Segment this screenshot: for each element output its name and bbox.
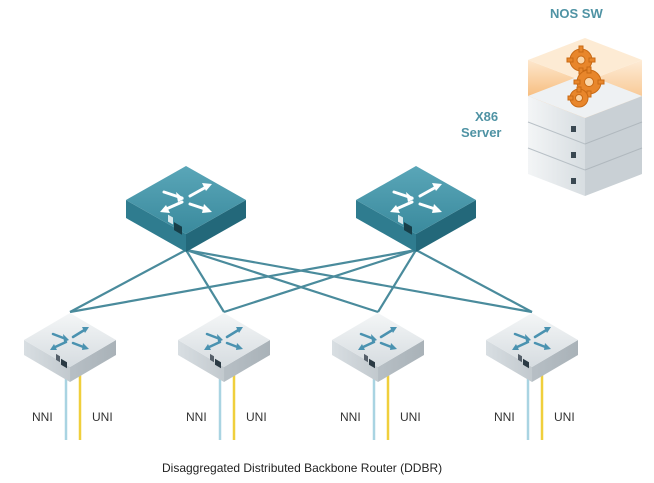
spine-leaf-links (69, 248, 533, 314)
leaf-left-face (486, 340, 532, 382)
routing-arrows-icon (204, 327, 243, 350)
leaf-left-face (178, 340, 224, 382)
server-port (571, 152, 576, 158)
link-s2-l1 (69, 248, 417, 314)
uni-label-4: UNI (554, 410, 575, 424)
leaf-right-face (378, 340, 424, 382)
spine-right-face (186, 200, 246, 252)
leaf-left-face (332, 340, 378, 382)
server-label: Server (461, 125, 501, 140)
leaf-switch-1 (24, 313, 116, 382)
port-block (174, 222, 182, 235)
spine-switch-2 (356, 166, 476, 252)
status-led (210, 353, 214, 363)
gear-icon (567, 86, 589, 108)
leaf-right-face (70, 340, 116, 382)
status-led (56, 353, 60, 363)
gear-icon (573, 66, 605, 98)
leaf-switch-2 (178, 313, 270, 382)
link-s1-l3 (185, 248, 379, 314)
port-block (61, 358, 67, 369)
leaf-switch-4 (486, 313, 578, 382)
diagram-caption: Disaggregated Distributed Backbone Route… (162, 461, 442, 475)
leaf-switch-3 (332, 313, 424, 382)
spine-top-face (356, 166, 476, 234)
status-led (168, 214, 173, 225)
link-s1-l2 (185, 249, 225, 313)
port-block (404, 222, 412, 235)
status-led (518, 353, 522, 363)
leaf-top-face (178, 313, 270, 367)
port-block (369, 358, 375, 369)
nni-label-2: NNI (186, 410, 207, 424)
port-block (215, 358, 221, 369)
access-cables (64, 370, 544, 440)
leaf-left-face (24, 340, 70, 382)
nni-label-1: NNI (32, 410, 53, 424)
uni-label-1: UNI (92, 410, 113, 424)
server-port (571, 178, 576, 184)
leaf-right-face (224, 340, 270, 382)
leaf-top-face (486, 313, 578, 367)
spine-left-face (126, 200, 186, 252)
nos-sw-label: NOS SW (550, 6, 603, 21)
server-port (571, 126, 576, 132)
nni-label-4: NNI (494, 410, 515, 424)
nni-label-3: NNI (340, 410, 361, 424)
x86-label: X86 (475, 109, 498, 124)
link-s2-l2 (223, 248, 417, 314)
link-s1-l1 (69, 249, 187, 313)
server-unit-2 (527, 122, 643, 171)
server-unit-1 (527, 96, 643, 145)
spine-switch-1 (126, 166, 246, 252)
port-labels: NNI UNI NNI UNI NNI UNI NNI UNI (32, 410, 575, 424)
leaf-top-face (24, 313, 116, 367)
uni-label-2: UNI (246, 410, 267, 424)
link-s2-l3 (377, 249, 417, 313)
leaf-right-face (532, 340, 578, 382)
routing-arrows-icon (50, 327, 89, 350)
gear-icon (566, 45, 596, 75)
link-s2-l4 (415, 249, 533, 313)
link-s1-l4 (185, 248, 533, 314)
x86-server (527, 38, 643, 196)
leaf-top-face (332, 313, 424, 367)
spine-right-face (416, 200, 476, 252)
routing-arrows-icon (160, 183, 212, 213)
routing-arrows-icon (358, 327, 397, 350)
nos-software-block (528, 38, 642, 118)
status-led (364, 353, 368, 363)
routing-arrows-icon (512, 327, 551, 350)
server-unit-3 (528, 148, 642, 196)
routing-arrows-icon (390, 183, 442, 213)
spine-top-face (126, 166, 246, 234)
port-block (523, 358, 529, 369)
status-led (398, 214, 403, 225)
spine-left-face (356, 200, 416, 252)
uni-label-3: UNI (400, 410, 421, 424)
